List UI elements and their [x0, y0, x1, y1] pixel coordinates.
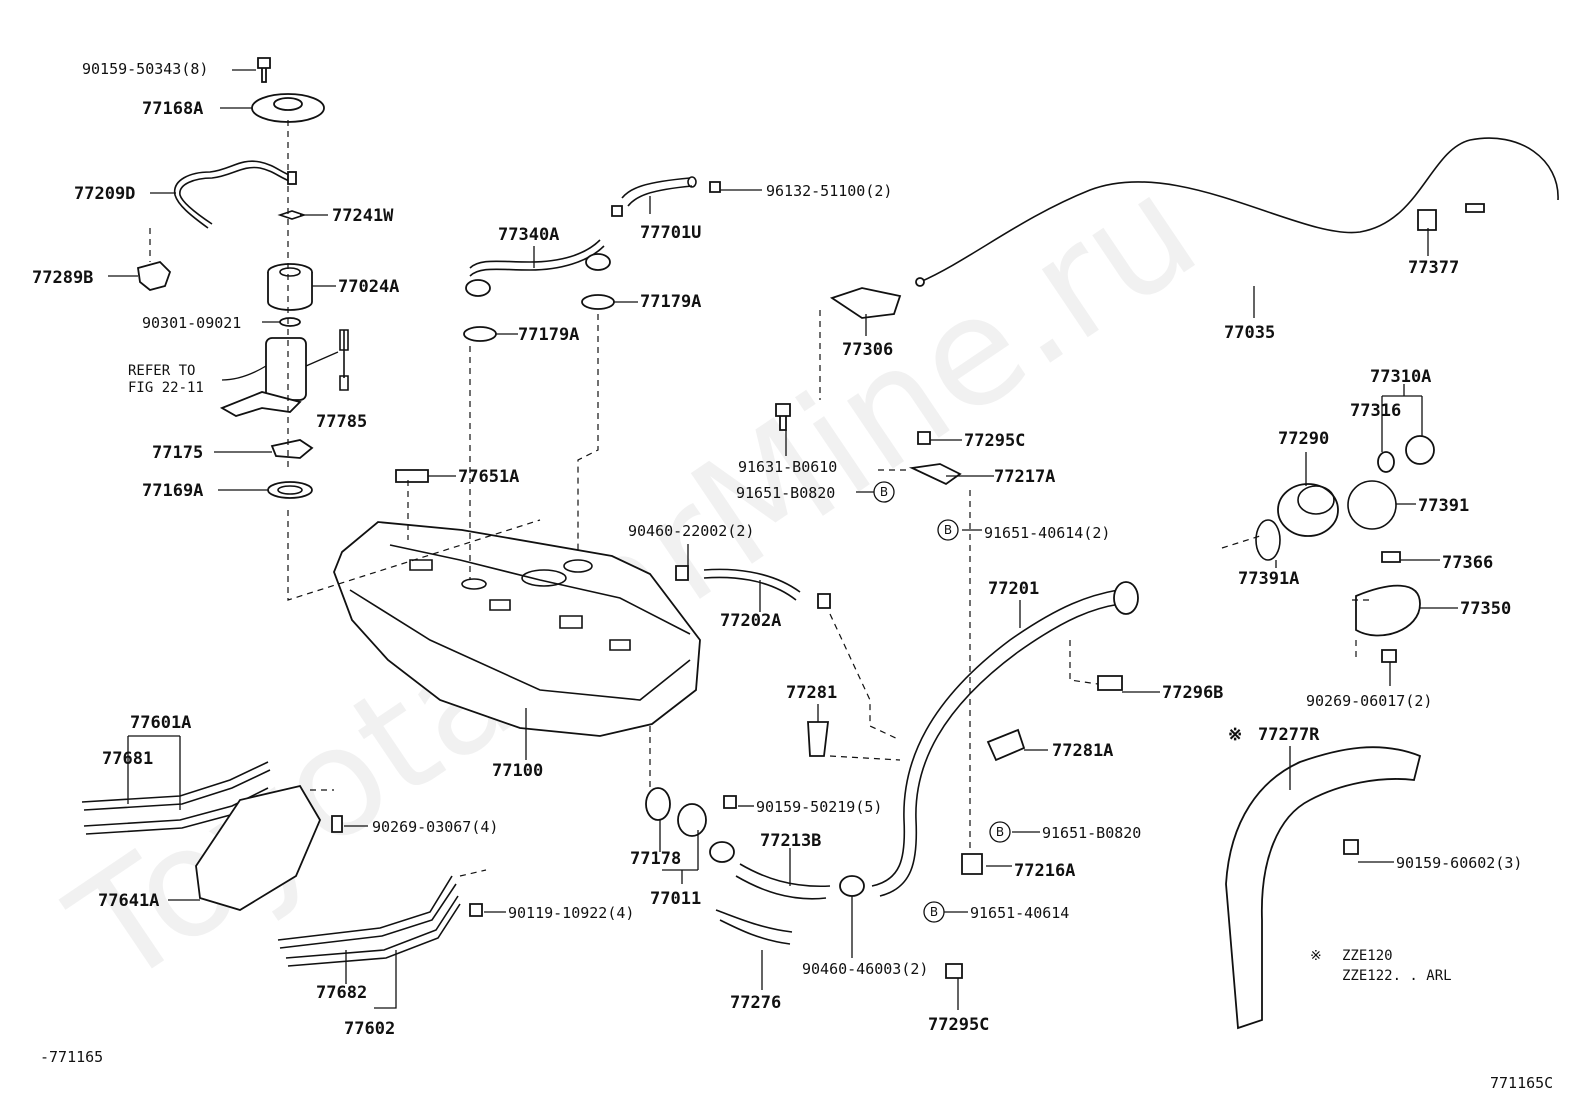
- part-label: 90269-03067(4): [372, 818, 498, 836]
- svg-text:B: B: [880, 485, 888, 499]
- part-label: 77213B: [760, 831, 821, 851]
- part-label: 77366: [1442, 553, 1493, 573]
- fuel-pump-assembly: [136, 57, 349, 499]
- part-label: 77100: [492, 761, 543, 781]
- part-label: 77316: [1350, 401, 1401, 421]
- svg-text:B: B: [930, 905, 938, 919]
- part-label: 77216A: [1014, 861, 1075, 881]
- b-callout: B: [937, 519, 959, 541]
- part-label: 77651A: [458, 467, 519, 487]
- vent-hose-group: [395, 176, 721, 483]
- model-note-symbol: ※: [1228, 725, 1242, 745]
- part-label: 77281A: [1052, 741, 1113, 761]
- tank-straps: [81, 761, 483, 967]
- part-label: 77377: [1408, 258, 1459, 278]
- footer-left-code: -771165: [40, 1048, 103, 1066]
- part-label: 77681: [102, 749, 153, 769]
- part-label: 77201: [988, 579, 1039, 599]
- leader-lines: [108, 69, 1458, 1010]
- part-label: 77202A: [720, 611, 781, 631]
- part-label: 77641A: [98, 891, 159, 911]
- part-label: 77601A: [130, 713, 191, 733]
- part-label: 77296B: [1162, 683, 1223, 703]
- refer-note-line1: REFER TO: [128, 363, 195, 379]
- model-note-line1: ZZE120: [1342, 948, 1393, 964]
- b-callout: B: [989, 821, 1011, 843]
- part-label: 77276: [730, 993, 781, 1013]
- part-label: 77391: [1418, 496, 1469, 516]
- part-label: 77209D: [74, 184, 135, 204]
- part-label: 77295C: [928, 1015, 989, 1035]
- part-label: 77295C: [964, 431, 1025, 451]
- part-label: 77179A: [640, 292, 701, 312]
- refer-note-line2: FIG 22-11: [128, 380, 204, 396]
- part-label: 91651-40614: [970, 904, 1069, 922]
- fuel-cap-group: [1225, 435, 1435, 1030]
- part-label: 77391A: [1238, 569, 1299, 589]
- assembly-lines: [149, 120, 1370, 877]
- part-label: 90269-06017(2): [1306, 692, 1432, 710]
- part-label: 77011: [650, 889, 701, 909]
- part-label: 77178: [630, 849, 681, 869]
- model-note-line2: ZZE122. . ARL: [1342, 968, 1452, 984]
- part-label: 90301-09021: [142, 314, 241, 332]
- part-label: 91631-B0610: [738, 458, 837, 476]
- part-label: 90159-60602(3): [1396, 854, 1522, 872]
- part-label: 96132-51100(2): [766, 182, 892, 200]
- part-label: 77175: [152, 443, 203, 463]
- part-label: 90460-22002(2): [628, 522, 754, 540]
- model-note-symbol: ※: [1310, 948, 1322, 964]
- part-label: 91651-B0820: [1042, 824, 1141, 842]
- part-label: 90460-46003(2): [802, 960, 928, 978]
- part-label: 77277R: [1258, 725, 1320, 745]
- part-label: 90159-50219(5): [756, 798, 882, 816]
- part-label: 77602: [344, 1019, 395, 1039]
- filler-neck-group: [645, 137, 1559, 979]
- part-label: 77217A: [994, 467, 1055, 487]
- part-label: 77281: [786, 683, 837, 703]
- footer-right-code: 771165C: [1490, 1074, 1553, 1092]
- part-label: 77289B: [32, 268, 93, 288]
- part-label: 77701U: [640, 223, 701, 243]
- part-label: 77350: [1460, 599, 1511, 619]
- part-label: 77682: [316, 983, 367, 1003]
- b-callout: B: [873, 481, 895, 503]
- part-label: 77241W: [332, 206, 394, 226]
- part-label: 77340A: [498, 225, 559, 245]
- part-label: 91651-B0820: [736, 484, 835, 502]
- part-label: 77168A: [142, 99, 203, 119]
- b-callouts: B B B B: [873, 481, 1011, 923]
- svg-text:B: B: [944, 523, 952, 537]
- fuel-tank: [333, 521, 701, 737]
- part-label: 77290: [1278, 429, 1329, 449]
- part-label: 77024A: [338, 277, 399, 297]
- part-label: 77179A: [518, 325, 579, 345]
- part-label: 90119-10922(4): [508, 904, 634, 922]
- part-label: 77035: [1224, 323, 1275, 343]
- part-label: 90159-50343(8): [82, 60, 208, 78]
- b-callout: B: [923, 901, 945, 923]
- part-label: 77310A: [1370, 367, 1431, 387]
- part-label: 77169A: [142, 481, 203, 501]
- part-label: 77785: [316, 412, 367, 432]
- part-label: 77306: [842, 340, 893, 360]
- part-label: 91651-40614(2): [984, 524, 1110, 542]
- part-labels: 90159-50343(8) 77168A 77209D 77241W 7728…: [32, 60, 1553, 1092]
- svg-text:B: B: [996, 825, 1004, 839]
